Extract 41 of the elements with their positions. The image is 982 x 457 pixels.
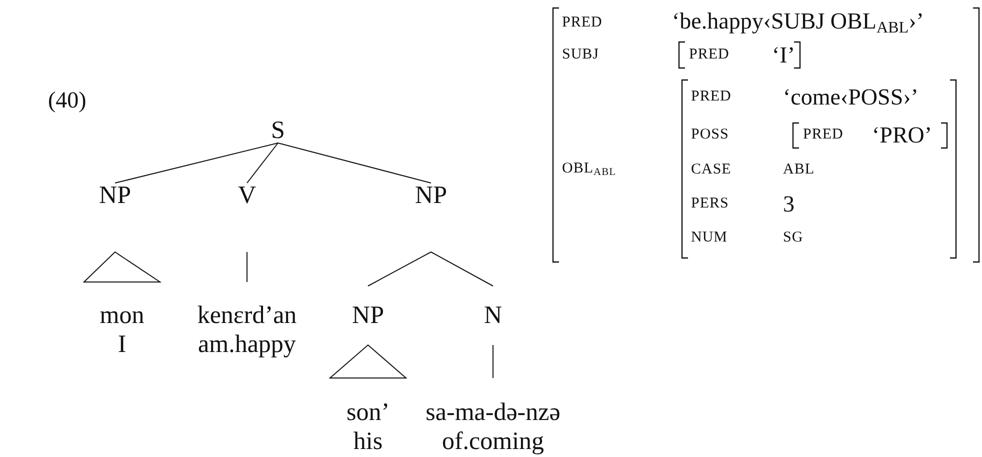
feature-value: ‘be.happy‹SUBJ OBL$_{ABL}$›’ xyxy=(672,9,924,37)
feature-name: NUM xyxy=(691,230,728,246)
feature-value: ‘I’ xyxy=(772,44,795,66)
word-text: kenɛrd’an xyxy=(197,301,297,330)
triangle-branch xyxy=(328,344,408,378)
feature-name: PRED xyxy=(691,90,732,104)
tree-branch xyxy=(114,142,278,184)
feature-value: SG xyxy=(783,230,804,246)
feature-name: POSS xyxy=(691,128,729,142)
feature-value: ABL xyxy=(783,162,814,178)
gloss-text: of.coming xyxy=(440,427,546,456)
gloss-text: am.happy xyxy=(197,330,297,359)
tree-branch xyxy=(368,252,432,286)
tree-branch xyxy=(246,142,278,184)
tree-branch xyxy=(246,252,248,282)
feature-name: PRED xyxy=(803,128,844,142)
feature-value: 3 xyxy=(783,192,794,216)
feature-name: PRED xyxy=(562,16,602,30)
feature-name: SUBJ xyxy=(562,48,600,62)
feature-name: PERS xyxy=(691,196,729,212)
gloss-text: I xyxy=(116,330,128,359)
category-label: NP xyxy=(99,181,131,210)
category-label: N xyxy=(484,301,502,330)
word-text: sa-ma-də-nzə xyxy=(426,398,560,427)
category-label: S xyxy=(271,116,285,145)
tree-branch xyxy=(430,252,494,286)
category-label: NP xyxy=(352,301,384,330)
word-text: son’ xyxy=(346,398,390,427)
feature-value: ‘PRO’ xyxy=(872,124,932,146)
feature-value: ‘come‹POSS›’ xyxy=(783,86,918,108)
tree-branch xyxy=(492,344,494,378)
word-text: mon xyxy=(100,301,144,330)
gloss-text: his xyxy=(352,427,384,456)
feature-name: OBL$_{ABL}$ xyxy=(562,161,616,179)
feature-name: PRED xyxy=(689,48,730,62)
feature-name: CASE xyxy=(691,162,732,178)
category-label: V xyxy=(238,181,256,210)
tree-branch xyxy=(278,142,432,184)
category-label: NP xyxy=(415,181,447,210)
triangle-branch xyxy=(82,251,162,282)
example-number: (40) xyxy=(48,88,86,112)
